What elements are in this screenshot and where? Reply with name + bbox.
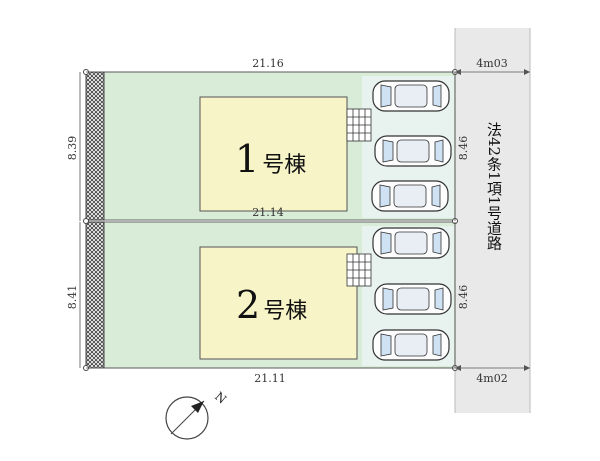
entry-steps-1: [346, 108, 372, 142]
dim-bottom-width: 21.11: [254, 372, 286, 385]
road: [455, 28, 530, 413]
lot-1-number: 1: [235, 137, 259, 181]
road-label: 法42条1項1号道路: [485, 122, 503, 250]
car-4: [372, 227, 450, 259]
dim-parking1-depth: 8.46: [457, 136, 470, 161]
dim-road-width-bottom: 4m02: [476, 372, 507, 385]
compass-icon: N: [165, 389, 229, 440]
hedge-1: [85, 71, 105, 221]
dim-road-width-top: 4m03: [476, 57, 507, 70]
dim-parking2-depth: 8.46: [457, 285, 470, 310]
car-5: [374, 283, 452, 315]
car-6: [372, 329, 450, 361]
entry-steps-2: [346, 253, 372, 287]
car-1: [372, 80, 450, 112]
lot-2-suffix: 号棟: [263, 299, 307, 324]
house-2: [199, 246, 358, 360]
dim-top-width: 21.16: [252, 57, 284, 70]
hedge-2: [85, 221, 105, 369]
car-2: [374, 135, 452, 167]
compass-label: N: [212, 389, 229, 406]
car-3: [371, 180, 449, 212]
dim-lot1-depth: 8.39: [66, 136, 79, 161]
house-1: [199, 96, 348, 212]
lot-2-number: 2: [236, 283, 260, 327]
dim-lot2-depth: 8.41: [66, 285, 79, 310]
dim-middle-width: 21.14: [252, 206, 284, 219]
lot-1-suffix: 号棟: [262, 153, 306, 178]
